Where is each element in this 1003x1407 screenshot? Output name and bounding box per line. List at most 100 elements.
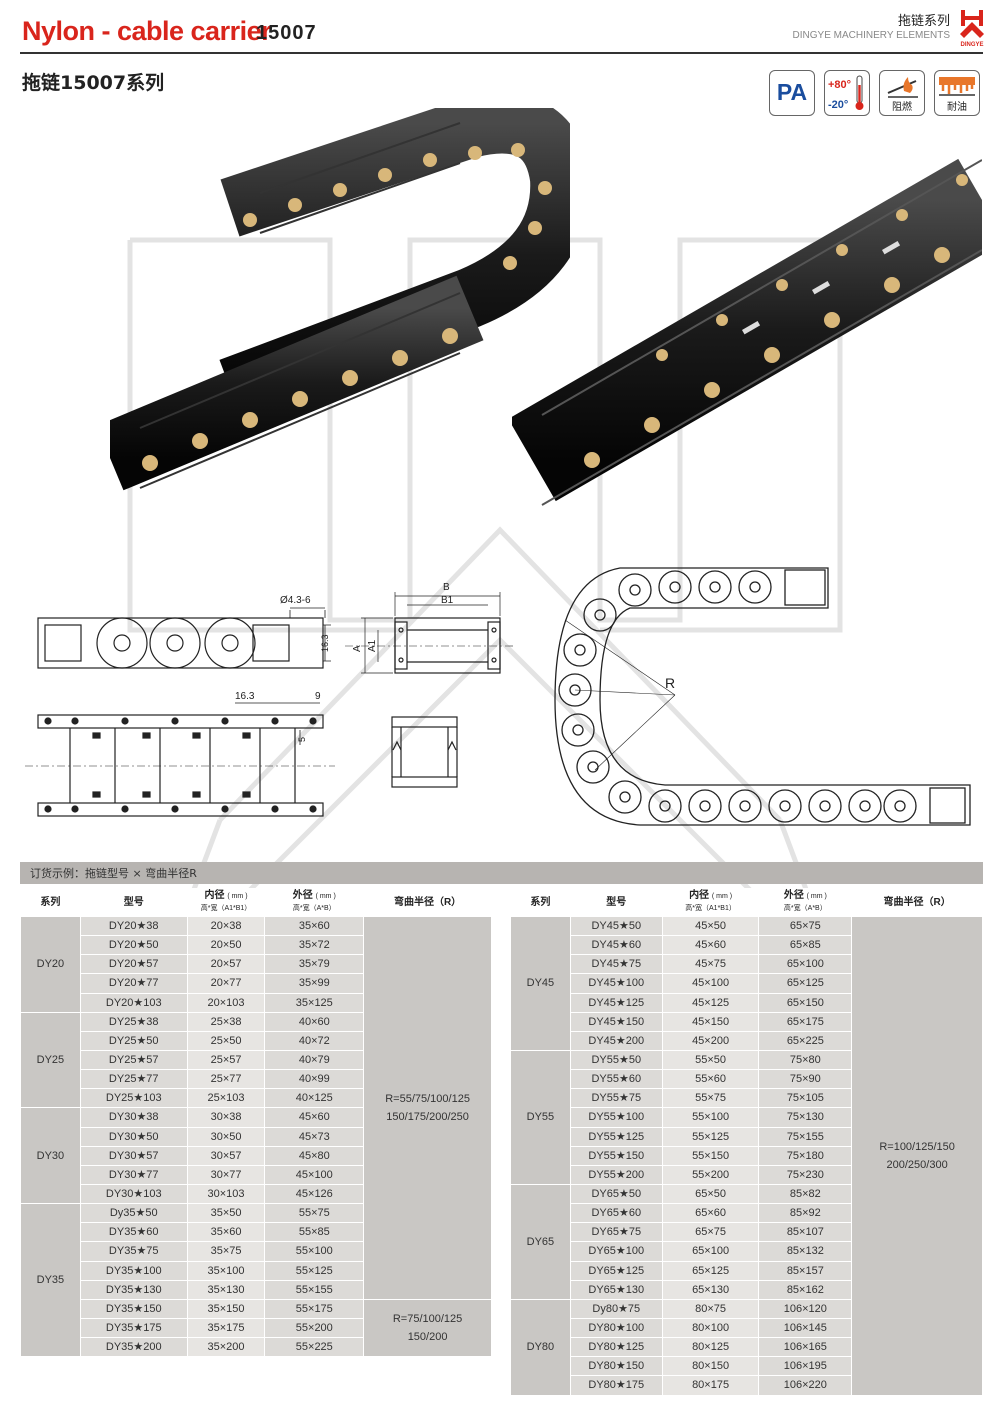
inner-size-cell: 30×38 xyxy=(186,1107,266,1128)
inner-size-cell: 35×100 xyxy=(186,1260,266,1281)
model-cell: DY80★150 xyxy=(569,1356,663,1377)
flame-retardant-label: 阻燃 xyxy=(892,102,912,113)
header-inner: 内径 ( mm )高*宽（A1*B1） xyxy=(662,888,759,917)
model-cell: DY80★175 xyxy=(569,1375,663,1396)
model-cell: DY65★125 xyxy=(569,1260,663,1281)
outer-size-cell: 65×175 xyxy=(758,1011,853,1032)
model-cell: DY20★103 xyxy=(79,992,188,1013)
outer-size-cell: 40×72 xyxy=(264,1030,365,1051)
side-dimension-label: 9 xyxy=(315,691,321,702)
outer-size-cell: 106×120 xyxy=(758,1298,853,1319)
series-label: 拖链系列 xyxy=(897,14,950,29)
model-cell: DY65★130 xyxy=(569,1279,663,1300)
bend-radius-value: 150/200 xyxy=(407,1331,448,1344)
outer-size-cell: 106×195 xyxy=(758,1356,853,1377)
dingye-logo: DINGYE xyxy=(960,10,984,48)
model-cell: DY55★100 xyxy=(569,1107,663,1128)
outer-size-cell: 85×157 xyxy=(758,1260,853,1281)
inner-size-cell: 55×75 xyxy=(661,1088,760,1109)
model-cell: DY35★200 xyxy=(79,1337,188,1358)
model-cell: DY25★50 xyxy=(79,1030,188,1051)
series-cell: DY45 xyxy=(510,916,571,1051)
table-header-row: 系列 型号 内径 ( mm )高*宽（A1*B1） 外径 ( mm )高*宽（A… xyxy=(20,888,492,917)
brand-name: DINGYE MACHINERY ELEMENTS xyxy=(792,30,950,41)
inner-size-cell: 35×150 xyxy=(186,1298,266,1319)
oil-drop-icon xyxy=(939,77,975,96)
inner-size-cell: 30×50 xyxy=(186,1126,266,1147)
model-cell: DY65★100 xyxy=(569,1241,663,1262)
flame-icon xyxy=(887,77,918,98)
inner-size-cell: 55×50 xyxy=(661,1049,760,1071)
model-cell: DY65★60 xyxy=(569,1203,663,1224)
series-cell: DY25 xyxy=(20,1011,81,1109)
model-cell: Dy80★75 xyxy=(569,1298,663,1319)
logo-text: DINGYE xyxy=(960,42,983,48)
outer-size-cell: 35×79 xyxy=(264,954,365,975)
svg-text:+80°: +80° xyxy=(828,79,851,91)
inner-size-cell: 25×77 xyxy=(186,1069,266,1090)
bend-radius-drawing: R xyxy=(554,567,971,826)
model-cell: DY25★57 xyxy=(79,1049,188,1071)
model-cell: DY45★200 xyxy=(569,1030,663,1051)
model-cell: DY30★50 xyxy=(79,1126,188,1147)
temperature-badge: +80° -20° xyxy=(824,70,870,116)
model-cell: DY65★50 xyxy=(569,1183,663,1205)
inner-size-cell: 20×38 xyxy=(186,915,266,937)
inner-size-cell: 45×200 xyxy=(661,1030,760,1051)
bend-radius-value: R=55/75/100/125 xyxy=(385,1092,470,1105)
model-cell: DY35★100 xyxy=(79,1260,188,1281)
model-cell: DY30★38 xyxy=(79,1107,188,1128)
outer-size-cell: 75×105 xyxy=(758,1088,853,1109)
outer-size-cell: 85×162 xyxy=(758,1279,853,1300)
outer-size-cell: 106×145 xyxy=(758,1317,853,1339)
inner-size-cell: 80×150 xyxy=(661,1356,760,1377)
model-cell: DY45★150 xyxy=(569,1011,663,1032)
inner-size-cell: 20×103 xyxy=(186,992,266,1013)
model-cell: DY45★60 xyxy=(569,935,663,956)
model-cell: DY25★77 xyxy=(79,1069,188,1090)
model-cell: DY35★75 xyxy=(79,1241,188,1262)
series-cell: DY80 xyxy=(510,1298,571,1396)
model-cell: DY30★103 xyxy=(79,1183,188,1205)
model-cell: DY55★150 xyxy=(569,1145,663,1166)
outer-size-cell: 55×75 xyxy=(264,1203,365,1224)
cross-section-drawing: B B1 A A1 xyxy=(345,582,515,788)
outer-size-cell: 45×80 xyxy=(264,1145,365,1166)
model-cell: DY20★50 xyxy=(79,935,188,956)
outer-size-cell: 55×175 xyxy=(264,1298,365,1319)
model-cell: DY20★38 xyxy=(79,915,188,937)
inner-size-cell: 45×125 xyxy=(661,992,760,1013)
outer-size-cell: 75×155 xyxy=(758,1126,853,1147)
bend-radius-value: R=100/125/150 xyxy=(879,1140,955,1153)
inner-size-cell: 25×103 xyxy=(186,1088,266,1109)
header-model: 型号 xyxy=(570,888,663,917)
model-cell: DY25★38 xyxy=(79,1011,188,1032)
model-cell: DY55★50 xyxy=(569,1049,663,1071)
outer-size-cell: 75×230 xyxy=(758,1164,853,1185)
cable-carrier-photo-straight xyxy=(512,158,982,506)
outer-size-cell: 35×72 xyxy=(264,935,365,956)
oil-resistant-label: 耐油 xyxy=(947,102,967,113)
header-radius: 弯曲半径（R） xyxy=(851,888,983,917)
model-cell: DY80★100 xyxy=(569,1317,663,1339)
outer-size-cell: 65×100 xyxy=(758,954,853,975)
inner-size-cell: 35×50 xyxy=(186,1203,266,1224)
